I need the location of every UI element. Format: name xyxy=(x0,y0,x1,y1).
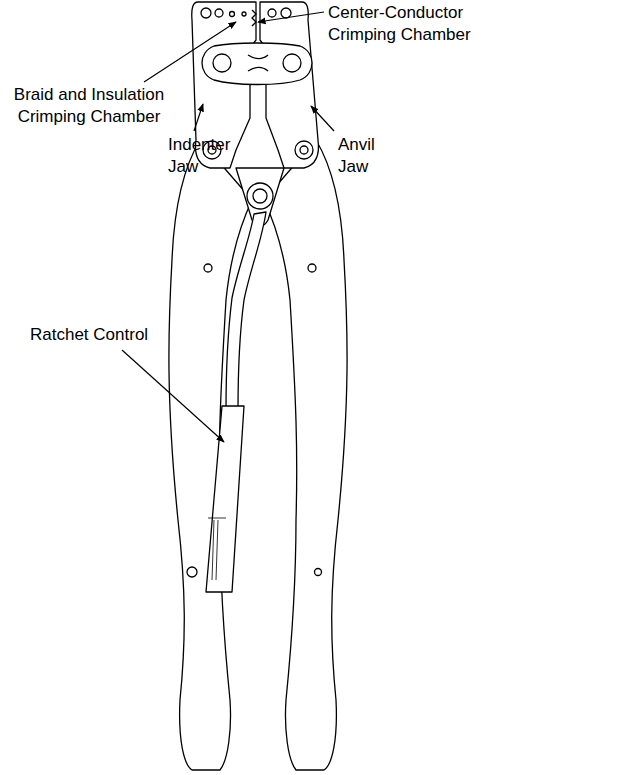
part-label: Ratchet Control xyxy=(30,324,190,346)
part-label: Indenter Jaw xyxy=(168,134,240,178)
ratchet-tube xyxy=(206,406,244,592)
part-label: Anvil Jaw xyxy=(338,134,390,178)
leader-line xyxy=(194,104,203,131)
right-handle xyxy=(264,140,347,770)
part-label: Braid and Insulation Crimping Chamber xyxy=(4,84,174,128)
leader-line xyxy=(258,12,324,22)
leader-line xyxy=(144,22,236,82)
die-cavity xyxy=(202,43,312,85)
ratchet-link xyxy=(226,212,266,410)
left-handle xyxy=(169,140,252,770)
anvil-jaw xyxy=(260,2,318,168)
leader-line xyxy=(122,350,224,442)
leader-line xyxy=(311,106,334,131)
part-label: Center-Conductor Crimping Chamber xyxy=(328,2,478,46)
